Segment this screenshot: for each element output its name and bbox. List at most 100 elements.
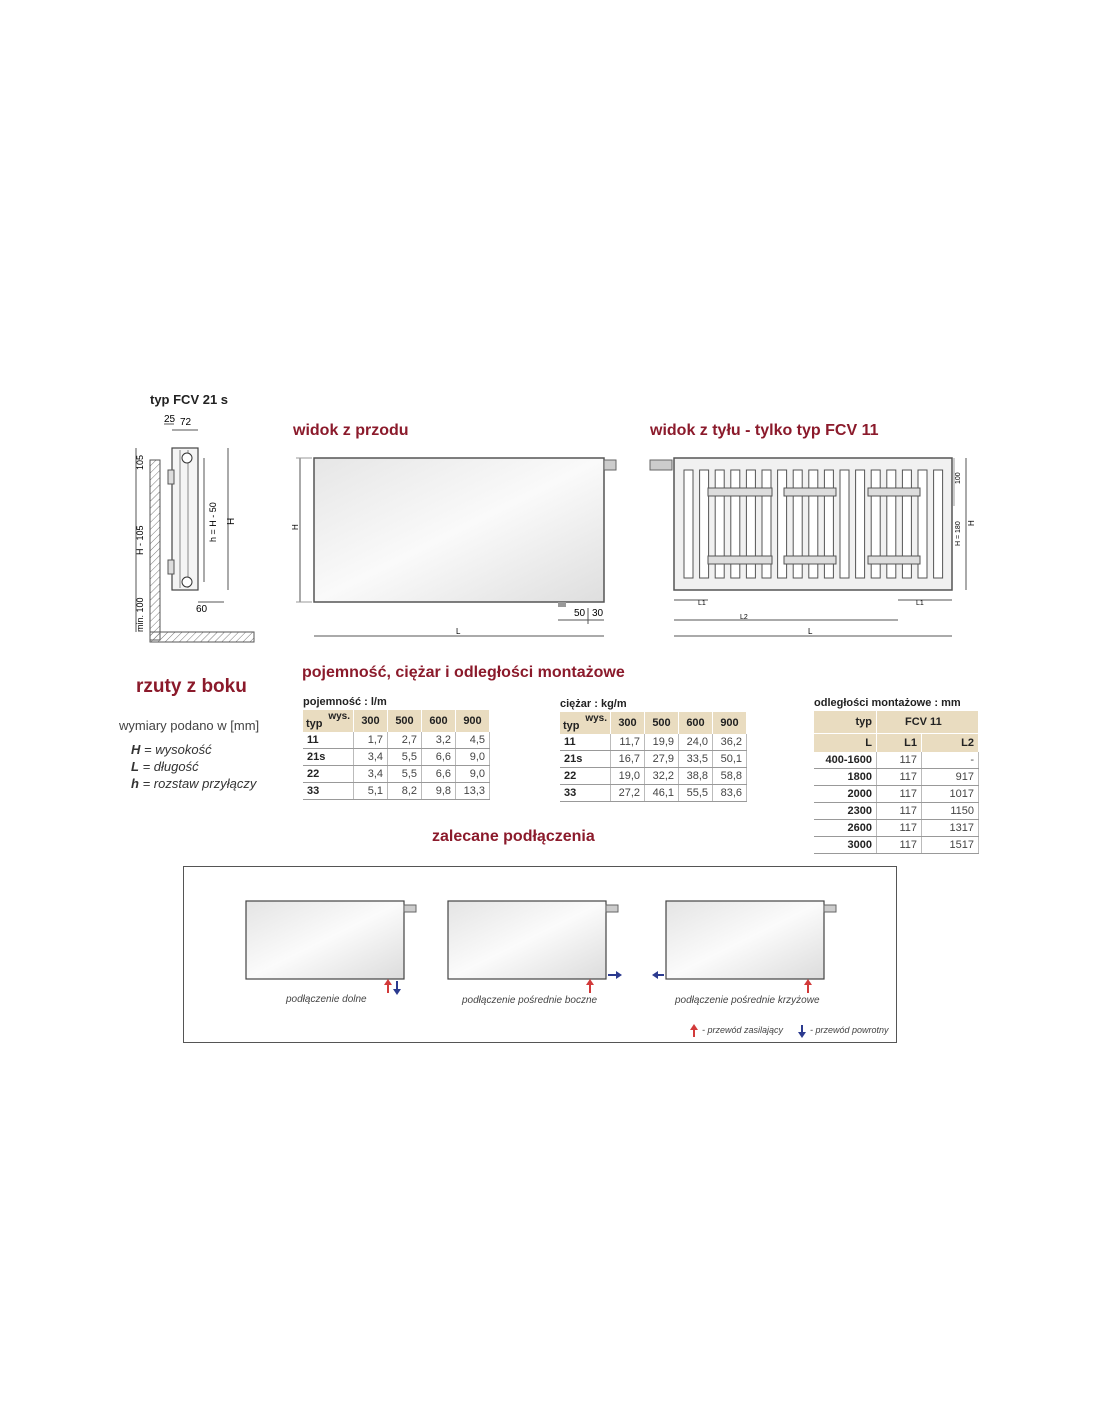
mount-head-l2: L2 [921,733,979,752]
radiator-fin [714,469,725,579]
capacity-corner: wys.typ [303,710,354,732]
radiator-fin [683,469,694,579]
radiator-fin [855,469,866,579]
connections-box: podłączenie dolne podłączenie pośrednie … [183,866,897,1043]
radiator-fin [933,469,944,579]
units-note: wymiary podano w [mm] [119,718,260,733]
radiator-fin [730,469,741,579]
dim-72: 72 [180,417,192,428]
projection-title: rzuty z boku [136,676,247,697]
radiator-fin [792,469,803,579]
supply-arrow-icon [586,979,594,993]
weight-col-900: 900 [712,712,747,734]
weight-col-500: 500 [644,712,679,734]
connection-caption-cross: podłączenie pośrednie krzyżowe [675,995,820,1006]
tables-title: pojemność, ciężar i odległości montażowe [302,664,625,681]
capacity-col-600: 600 [421,710,456,732]
dim-h-105: H - 105 [135,525,145,555]
mount-caption: odległości montażowe : mm [814,697,961,709]
connection-caption-side: podłączenie pośrednie boczne [462,995,598,1006]
front-dim-H: H [291,524,300,530]
front-dim-30: 30 [592,608,604,619]
dim-H: H [226,518,237,525]
legend-item-h-spacing: h = rozstaw przyłączy [131,776,257,791]
radiator-fin [839,469,850,579]
legend-item-h: H = wysokość [131,742,212,757]
radiator-fin [901,469,912,579]
legend-return-icon [798,1025,806,1038]
front-view-drawing: H L 50 30 [291,457,617,637]
capacity-col-500: 500 [387,710,422,732]
dim-min-100: min. 100 [135,597,145,632]
mount-table-block: odległości montażowe : mm typ FCV 11 L L… [814,697,979,854]
weight-corner: wys.typ [560,712,611,734]
capacity-caption: pojemność : l/m [303,696,387,708]
dim-105: 105 [135,455,145,470]
weight-col-300: 300 [610,712,645,734]
back-dim-H: H [967,520,976,526]
return-arrow-icon [608,971,622,979]
radiator-fin [699,469,710,579]
radiator-fin [917,469,928,579]
back-dim-l2: L2 [740,614,748,621]
connections-title: zalecane podłączenia [432,828,595,845]
back-dim-l1-right: L1 [916,600,924,607]
legend-return-text: - przewód powrotny [810,1025,889,1035]
back-view-title: widok z tyłu - tylko typ FCV 11 [650,422,879,439]
back-dim-l1-left: L1 [698,600,706,607]
front-view-title: widok z przodu [293,422,409,439]
return-arrow-icon [652,971,664,979]
weight-table-block: ciężar : kg/m wys.typ 300 500 600 900 11… [560,698,747,802]
radiator-fin [761,469,772,579]
dim-60: 60 [196,604,208,615]
connections-drawing [245,900,837,1038]
legend-supply-text: - przewód zasilający [702,1025,784,1035]
legend-list: H = wysokość L = długość h = rozstaw prz… [131,742,256,791]
mount-head-l1: L1 [876,733,922,752]
supply-arrow-icon [384,979,392,993]
dim-h-h-50: h = H - 50 [208,502,218,542]
legend-item-l: L = długość [131,759,199,774]
mount-head-l: L [814,733,877,752]
radiator-fin [777,469,788,579]
front-dim-50: 50 [574,608,586,619]
weight-col-600: 600 [678,712,713,734]
capacity-table-block: pojemność : l/m wys.typ 300 500 600 900 … [303,696,490,800]
back-dim-100: 100 [955,472,962,484]
dim-25: 25 [164,414,176,425]
weight-caption: ciężar : kg/m [560,698,627,710]
radiator-fin [745,469,756,579]
capacity-col-300: 300 [353,710,388,732]
side-view-title: typ FCV 21 s [150,392,229,407]
legend-supply-icon [690,1024,698,1037]
mount-head-typ: typ [814,711,877,734]
side-view-drawing: 25 72 60 105 H - 105 min. 100 h = H - 50… [135,414,255,643]
back-dim-L: L [808,627,813,636]
radiator-fin [870,469,881,579]
radiator-fin [886,469,897,579]
return-arrow-icon [393,981,401,995]
supply-arrow-icon [804,979,812,993]
back-view-drawing: L1 L1 L2 L 100 H = 180 H [649,457,976,637]
mount-head-fcv11: FCV 11 [876,711,979,734]
front-dim-L: L [456,627,461,636]
radiator-fin [823,469,834,579]
capacity-col-900: 900 [455,710,490,732]
